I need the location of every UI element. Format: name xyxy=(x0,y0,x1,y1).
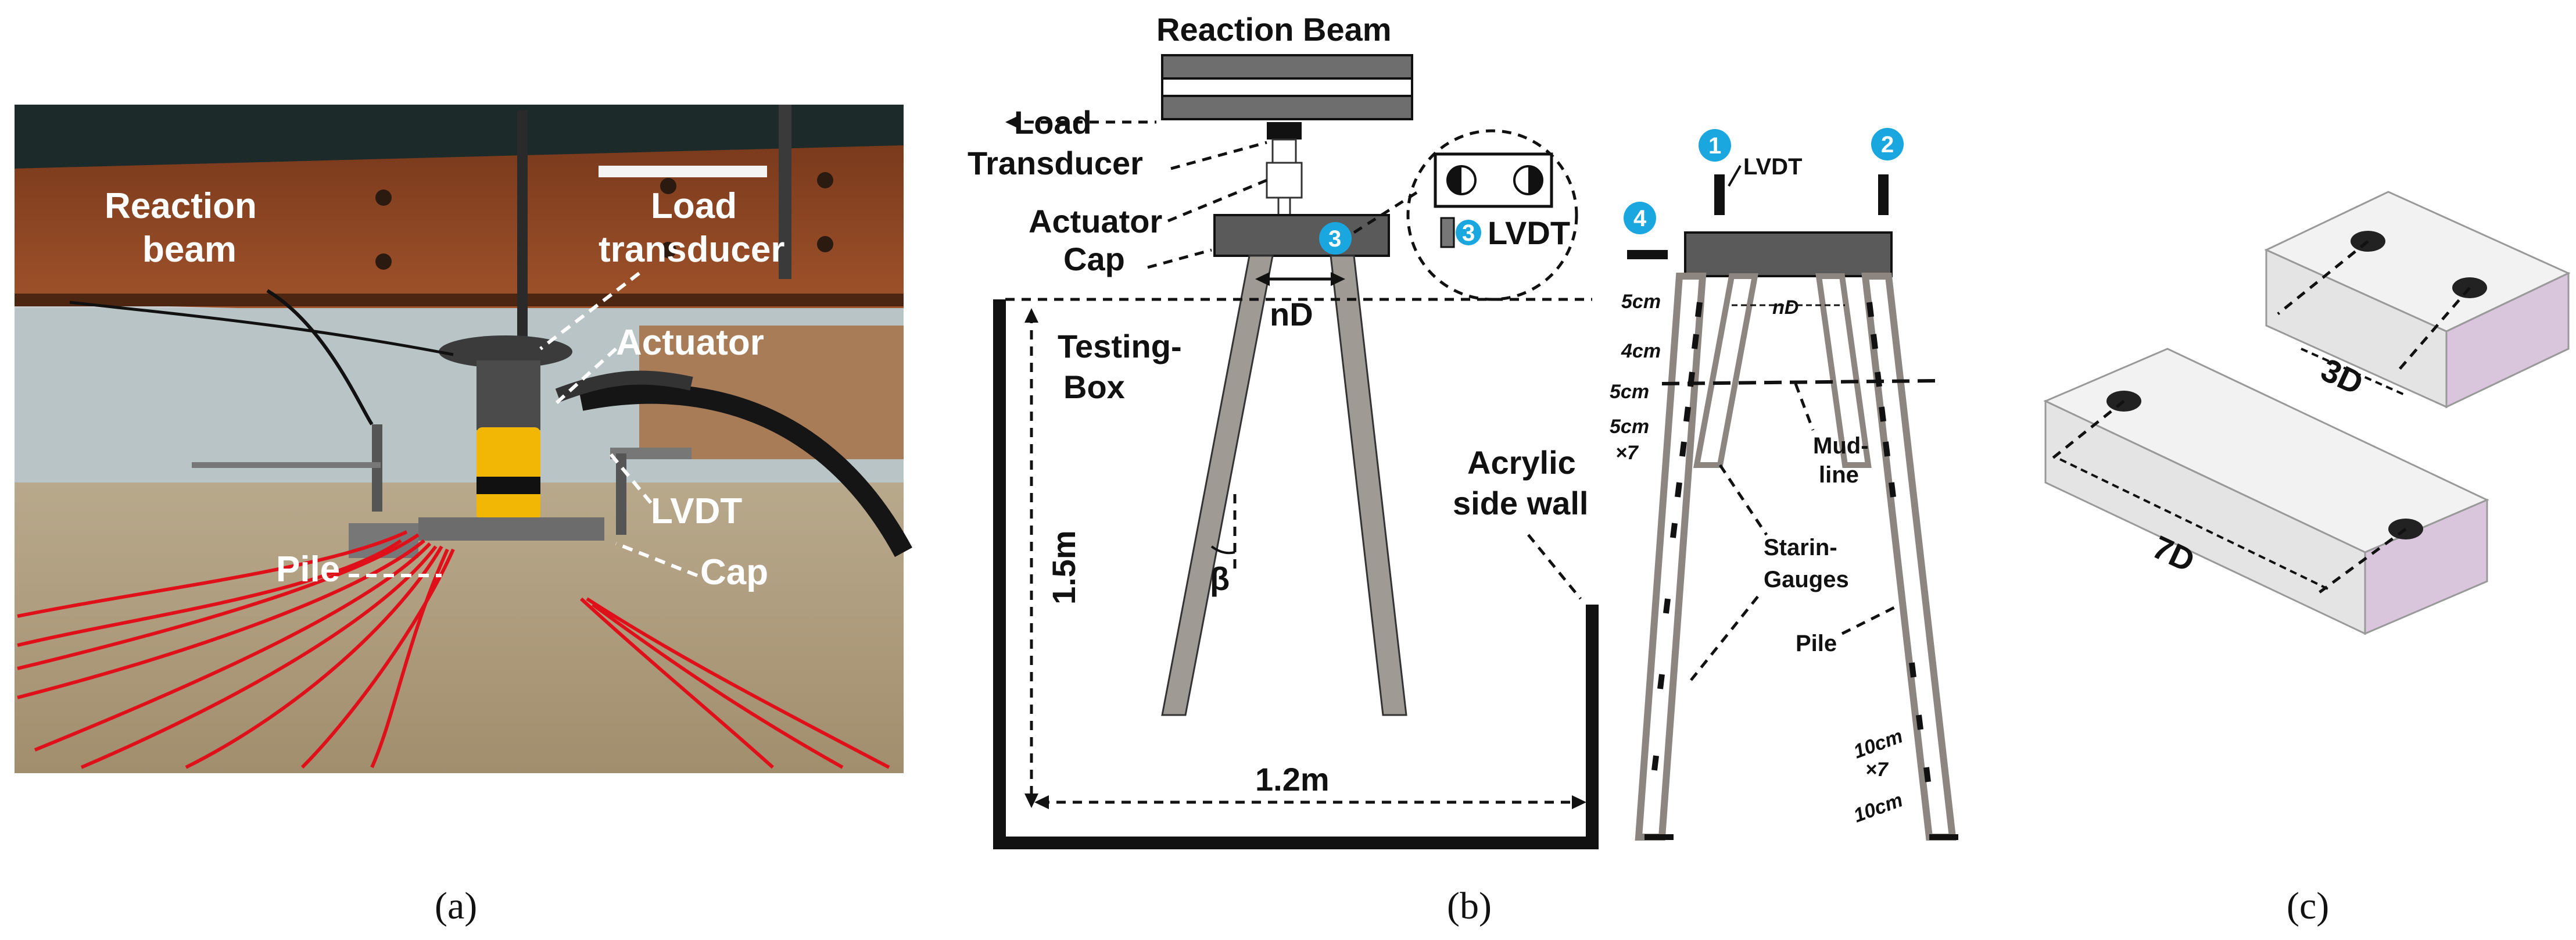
label-beta: β xyxy=(1210,560,1230,597)
cap-block-3d: 3D xyxy=(2264,191,2571,409)
label-width: 1.2m xyxy=(1255,761,1330,798)
label-height: 1.5m xyxy=(1045,530,1082,605)
label-gauges: Gauges xyxy=(1764,567,1849,592)
svg-text:1: 1 xyxy=(1708,133,1721,159)
label-testing: Testing- xyxy=(1058,328,1182,364)
dim-5cm-b: 5cm xyxy=(1610,381,1649,403)
testing-box-wall xyxy=(993,299,1599,849)
dim-10cm-a: 10cm xyxy=(1851,725,1906,763)
lvdt-2 xyxy=(1878,174,1889,215)
pile-right xyxy=(1330,255,1407,716)
dim-5cm-a: 5cm xyxy=(1621,291,1661,313)
label-line: line xyxy=(1819,462,1859,488)
label-actuator-b: Actuator xyxy=(1029,203,1162,240)
badge-2 xyxy=(1871,128,1904,160)
badge-1 xyxy=(1699,129,1731,162)
dim-x7-a: ×7 xyxy=(1615,442,1639,464)
label-transducer: transducer xyxy=(599,230,784,270)
label-reaction: Reaction xyxy=(105,186,257,226)
badge-3b xyxy=(1456,220,1481,245)
dim-5cm-c: 5cm xyxy=(1610,416,1649,438)
label-pile: Pile xyxy=(276,549,340,589)
cap-block xyxy=(418,517,604,541)
dim-x7-b: ×7 xyxy=(1865,759,1889,781)
dim-4cm: 4cm xyxy=(1621,340,1661,362)
label-lvdt-inset: LVDT xyxy=(1488,215,1570,251)
label-nd: nD xyxy=(1270,296,1313,333)
panel-c-caps: 3D 7D xyxy=(2043,191,2571,635)
hydraulic-hose xyxy=(579,384,912,557)
badge-3a xyxy=(1319,222,1352,255)
panel-b-schematic: Reaction Beam Load Transducer Actuator C… xyxy=(968,11,1958,849)
actuator xyxy=(1266,162,1303,199)
label-strain: Starin- xyxy=(1764,535,1837,560)
svg-text:3: 3 xyxy=(1328,226,1341,252)
caption-c: (c) xyxy=(2287,885,2329,927)
gauge-marks xyxy=(1651,302,1931,782)
label-load: Load xyxy=(651,186,737,226)
label-mud: Mud- xyxy=(1813,433,1869,459)
dim-10cm-b: 10cm xyxy=(1851,789,1906,827)
mud-line xyxy=(1661,379,1936,385)
label-lvdt: LVDT xyxy=(651,491,742,531)
strain-gauge-wires xyxy=(17,530,890,769)
lvdt-inset xyxy=(1406,129,1578,301)
svg-text:2: 2 xyxy=(1881,132,1894,158)
actuator-body xyxy=(476,427,540,520)
label-beam: beam xyxy=(142,230,237,270)
caption-a: (a) xyxy=(435,885,477,927)
label-side-wall: side wall xyxy=(1453,485,1588,521)
svg-text:4: 4 xyxy=(1633,206,1647,231)
label-reaction-beam: Reaction Beam xyxy=(1156,11,1392,48)
caption-b: (b) xyxy=(1447,885,1492,927)
reaction-beam-top xyxy=(1161,54,1413,80)
leader-cap xyxy=(615,542,698,577)
label-cap-b: Cap xyxy=(1063,241,1125,277)
cap-b xyxy=(1213,214,1390,257)
cap-detail xyxy=(1684,231,1893,277)
lvdt-4 xyxy=(1627,250,1668,259)
badge-4 xyxy=(1624,202,1656,234)
label-actuator: Actuator xyxy=(616,323,764,363)
load-transducer-plate xyxy=(439,335,572,368)
pile-left xyxy=(1161,255,1274,716)
leader-load xyxy=(539,271,640,351)
leader-actuator xyxy=(550,347,618,409)
beam-bolts xyxy=(375,172,833,270)
reaction-beam-bottom xyxy=(1161,95,1413,120)
light-bar xyxy=(599,166,767,177)
label-box: Box xyxy=(1063,369,1125,405)
label-lvdt-top: LVDT xyxy=(1743,154,1802,180)
svg-text:3: 3 xyxy=(1462,220,1475,246)
label-pile-detail: Pile xyxy=(1796,631,1837,656)
load-transducer xyxy=(1267,122,1302,140)
label-transducer-b: Transducer xyxy=(968,145,1143,181)
leader-lvdt xyxy=(608,452,653,504)
label-acrylic: Acrylic xyxy=(1467,444,1576,481)
label-nd-small: nD xyxy=(1772,296,1798,319)
panel-a-photo: Reaction beam Load transducer Actuator L… xyxy=(15,105,912,773)
cap-block-7d: 7D xyxy=(2043,348,2489,635)
reaction-beam xyxy=(15,145,904,326)
lvdt-1 xyxy=(1714,174,1725,215)
label-cap: Cap xyxy=(700,552,768,592)
